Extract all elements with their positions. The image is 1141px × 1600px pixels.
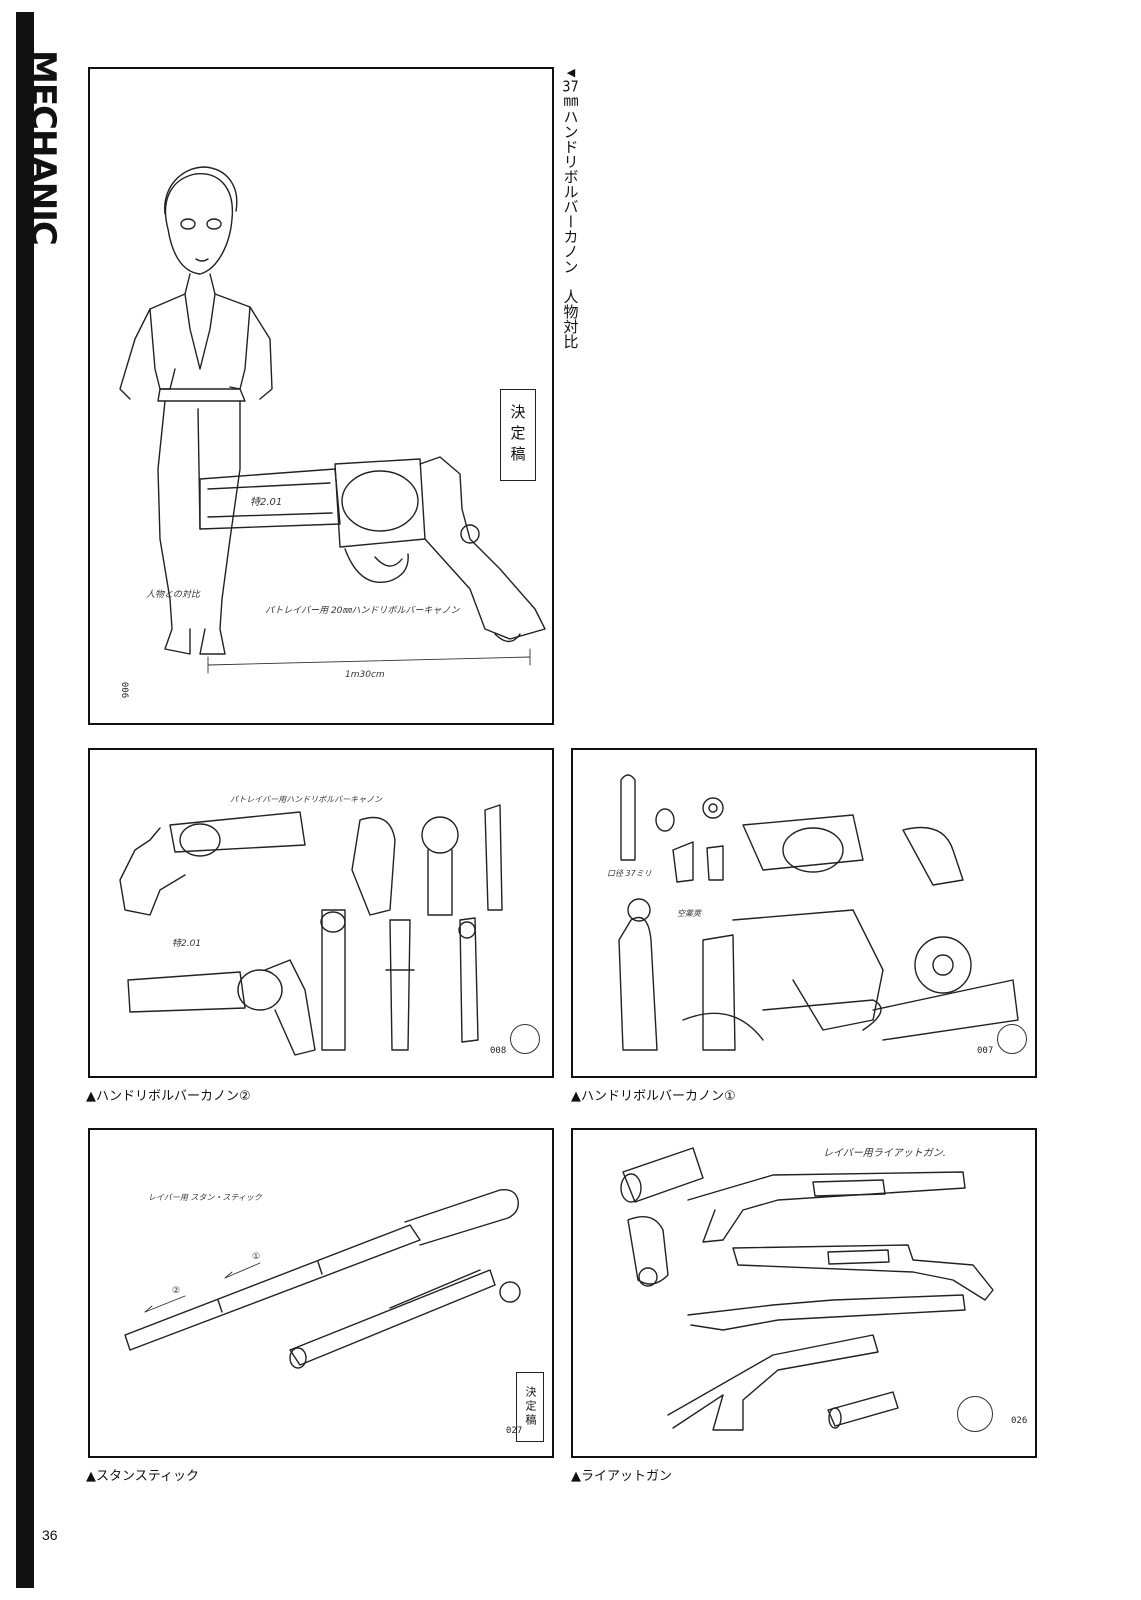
figure-stun-stick-caption: ▲スタンスティック — [86, 1469, 199, 1484]
figure-revolver-1-note-cartridge: 口径 37ミリ — [607, 869, 652, 878]
page-number: 36 — [42, 1527, 58, 1543]
figure-stun-stick-sheet-number: 027 — [506, 1426, 523, 1436]
character-figure — [119, 166, 273, 655]
figure-revolver-1-note-case: 空薬莢 — [677, 909, 701, 918]
figure-riot-gun-frame: レイバー用ライアットガン. 026 — [571, 1128, 1037, 1458]
figure-riot-gun-note: レイバー用ライアットガン. — [823, 1148, 946, 1159]
figure-revolver-2-marking: 特2.01 — [172, 939, 202, 949]
figure-revolver-2-note: パトレイバー用ハンドリボルバーキャノン — [230, 795, 383, 804]
figure-revolver-1-sheet-number: 007 — [977, 1046, 994, 1056]
main-figure-illustration — [119, 166, 546, 674]
figure-revolver-2-frame: パトレイバー用ハンドリボルバーキャノン 特2.01 008 — [88, 748, 554, 1078]
figure-revolver-1-frame: 口径 37ミリ 空薬莢 007 — [571, 748, 1037, 1078]
caption-title: ハンドリボルバーカノン 人物対比 — [561, 109, 580, 349]
section-side-bar — [16, 12, 34, 1588]
figure-revolver-1-illustration — [618, 774, 1019, 1051]
figure-revolver-1-seal-icon — [997, 1024, 1027, 1054]
figure-riot-gun-seal-icon — [957, 1396, 993, 1432]
caption-number: 37 — [562, 79, 579, 94]
figure-riot-gun-illustration — [620, 1147, 994, 1431]
main-figure-caption: ◀37㎜ハンドリボルバーカノン 人物対比 — [561, 66, 580, 349]
figure-stun-stick-stamp: 決定稿 — [516, 1372, 544, 1442]
figure-revolver-2-caption: ▲ハンドリボルバーカノン② — [86, 1089, 251, 1104]
main-figure-sheet-number: 006 — [119, 681, 130, 699]
figure-riot-gun-caption: ▲ライアットガン — [571, 1469, 672, 1484]
figure-revolver-2-sheet-number: 008 — [490, 1046, 507, 1056]
section-label: MECHANIC — [23, 50, 63, 245]
figure-stun-stick-note: レイバー用 スタン・スティック — [148, 1193, 262, 1202]
figure-revolver-2-seal-icon — [510, 1024, 540, 1054]
figure-stun-stick-marker-1: ① — [252, 1252, 261, 1262]
figure-revolver-1-caption: ▲ハンドリボルバーカノン① — [571, 1089, 736, 1104]
main-figure-note-length: 1m30cm — [345, 670, 385, 680]
caption-unit: ㎜ — [561, 94, 580, 109]
figure-stun-stick-marker-2: ② — [172, 1286, 181, 1296]
figure-stun-stick-illustration — [124, 1189, 521, 1369]
revolver-cannon-drawing — [199, 456, 546, 643]
main-figure-stamp: 決定稿 — [500, 389, 536, 481]
figure-revolver-2-illustration — [119, 804, 503, 1056]
main-figure-note-left: 人物との対比 — [146, 590, 200, 600]
main-figure-note-title: パトレイバー用 20㎜ハンドリボルバーキャノン — [265, 606, 460, 616]
dimension-line — [207, 648, 531, 674]
main-figure-gun-marking: 特2.01 — [250, 497, 283, 508]
figure-stun-stick-frame: レイバー用 スタン・スティック ① ② 決定稿 027 — [88, 1128, 554, 1458]
caption-marker: ◀ — [564, 66, 578, 79]
figure-riot-gun-sheet-number: 026 — [1011, 1416, 1028, 1426]
main-figure-frame: 決定稿 特2.01 人物との対比 パトレイバー用 20㎜ハンドリボルバーキャノン… — [88, 67, 554, 725]
